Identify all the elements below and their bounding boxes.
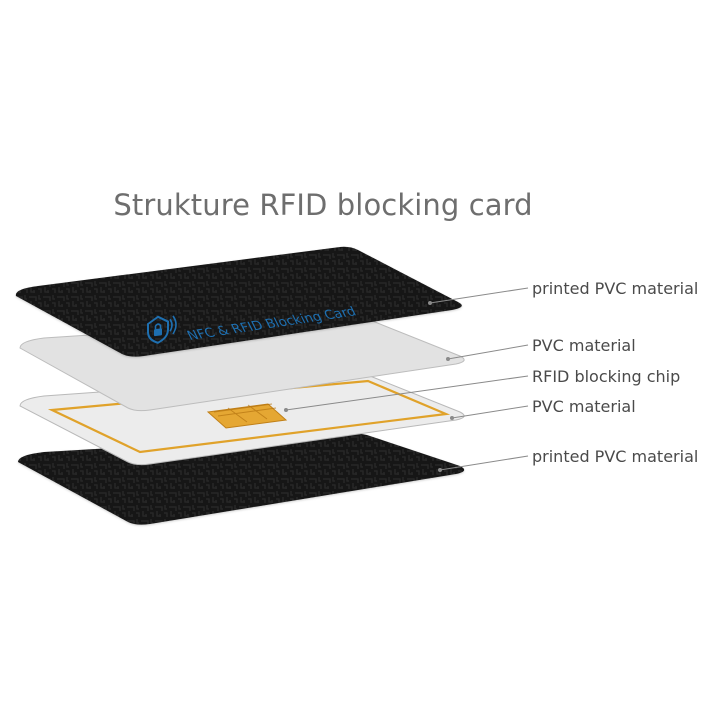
leader-dot-3 — [284, 408, 288, 412]
diagram-title: Strukture RFID blocking card — [113, 188, 533, 222]
rfid-chip — [206, 403, 288, 429]
label-layer-2: PVC material — [532, 336, 636, 355]
leader-dot-4 — [450, 416, 454, 420]
leader-line-5 — [439, 455, 529, 471]
leader-line-3 — [285, 375, 529, 411]
leader-dot-5 — [438, 468, 442, 472]
label-layer-5: printed PVC material — [532, 447, 698, 466]
leader-line-2 — [447, 344, 529, 360]
leader-dot-2 — [446, 357, 450, 361]
label-layer-3: RFID blocking chip — [532, 367, 680, 386]
label-layer-4: PVC material — [532, 397, 636, 416]
leader-lines — [284, 287, 529, 472]
label-layer-1: printed PVC material — [532, 279, 698, 298]
shield-lock-icon — [147, 315, 177, 344]
leader-line-4 — [451, 405, 529, 419]
leader-line-1 — [429, 287, 529, 304]
leader-dot-1 — [428, 301, 432, 305]
